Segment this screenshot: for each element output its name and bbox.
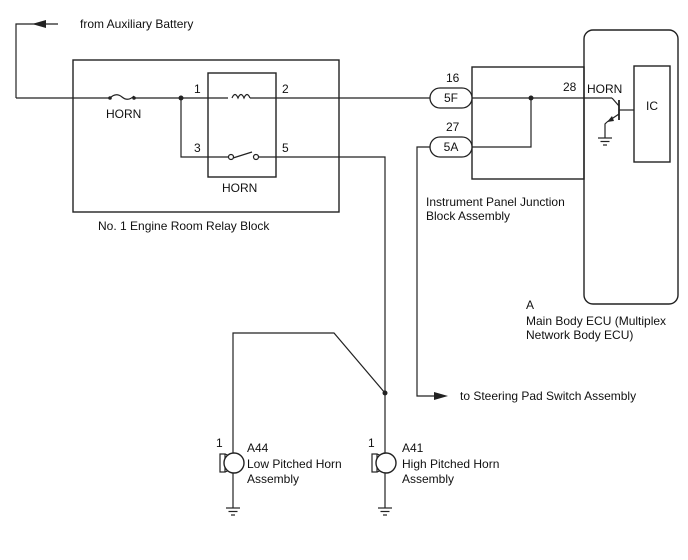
ecu-ground-icon [598,137,612,146]
connector-5F-label: 5F [444,91,458,105]
a44-pin-1: 1 [216,436,223,450]
horn-branch-wire [232,332,386,440]
a41-pin-1: 1 [368,436,375,450]
relay-block-box [72,59,340,213]
ipjb-label-line1: Instrument Panel Junction [426,195,565,209]
ecu-ic-box [633,65,671,163]
transistor-emitter-arrow [607,116,614,122]
a41-ground-icon [378,507,392,516]
relay-switch-contact-a [227,153,235,161]
ipjb-pin-27: 27 [446,120,460,134]
steering-wire [416,146,440,397]
aux-feed-wire [15,23,58,98]
relay-pin-1: 1 [194,82,201,96]
from-aux-arrow [32,20,46,28]
a44-label-line1: Low Pitched Horn [247,457,342,471]
relay-pin-5: 5 [282,141,289,155]
relay-label: HORN [222,181,257,195]
ecu-box [583,29,679,305]
ecu-label-line2: Network Body ECU) [526,328,633,342]
relay-pin5-wire [259,156,386,393]
transistor-collector [611,97,620,107]
ecu-ic-label: IC [646,99,658,113]
a44-label-line2: Assembly [247,472,299,486]
a44-ground-icon [226,507,240,516]
to-steering-arrow [434,392,448,400]
a41-label-line1: High Pitched Horn [402,457,499,471]
fuse-end-a [108,96,112,100]
a44-horn-icon [219,452,245,474]
relay-switch-contact-b [252,153,260,161]
fuse-icon [109,94,135,100]
relay-coil-icon [231,93,251,100]
relay-pin-3: 3 [194,141,201,155]
ecu-code: A [526,298,534,312]
a41-code: A41 [402,441,424,455]
ecu-label-line1: Main Body ECU (Multiplex [526,314,666,328]
ecu-horn-label: HORN [587,82,622,96]
ecu-pin-28: 28 [563,80,577,94]
from-aux-label: from Auxiliary Battery [80,17,193,31]
fuse-label: HORN [106,107,141,121]
relay-block-label: No. 1 Engine Room Relay Block [98,219,270,233]
connector-5A-label: 5A [444,140,459,154]
relay-switch-blade [232,151,253,159]
relay-pin-2: 2 [282,82,289,96]
a41-label-line2: Assembly [402,472,454,486]
ipjb-wire-5A [472,98,532,148]
ecu-ground-wire [604,121,608,138]
a44-code: A44 [247,441,269,455]
ipjb-pin-16: 16 [446,71,460,85]
relay-box [207,72,277,178]
ipjb-label-line2: Block Assembly [426,209,510,223]
a41-horn-icon [371,452,397,474]
to-steering-label: to Steering Pad Switch Assembly [460,389,636,403]
relay-pin3-wire [180,98,228,158]
